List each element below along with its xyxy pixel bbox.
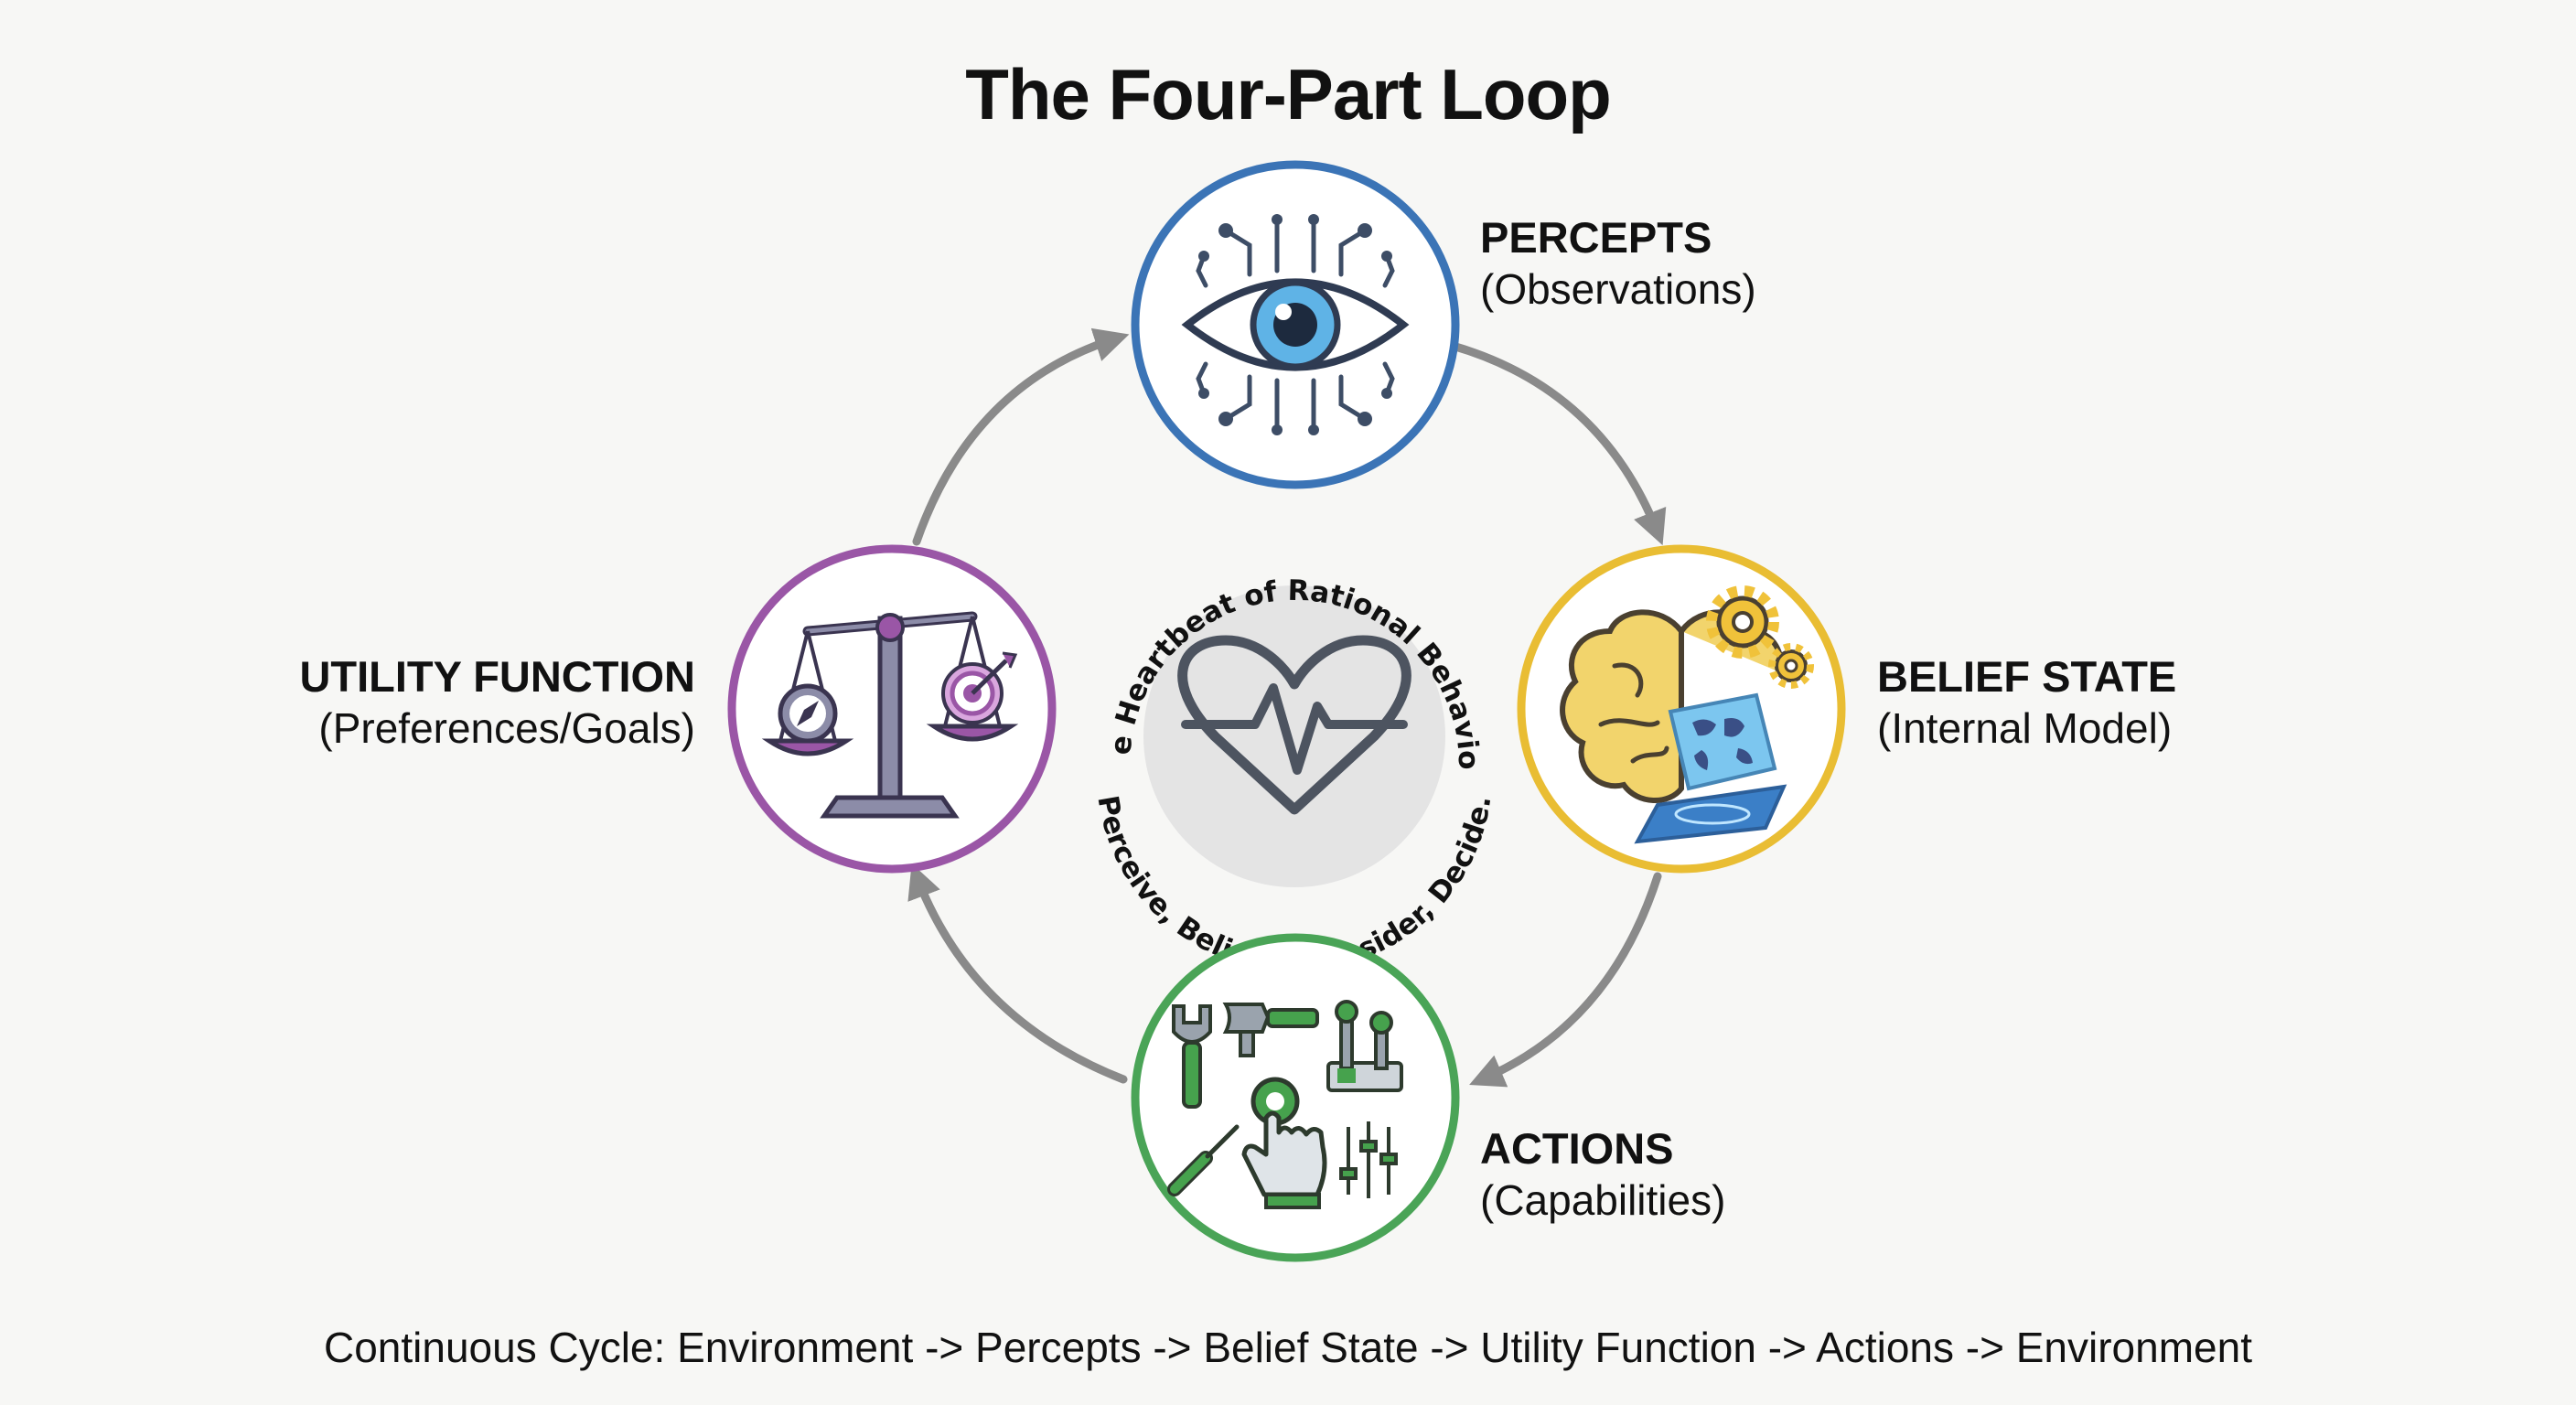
center-disc bbox=[1143, 585, 1445, 887]
actions-label: ACTIONS (Capabilities) bbox=[1480, 1123, 1725, 1228]
percepts-label: PERCEPTS (Observations) bbox=[1480, 212, 1756, 316]
cycle-arrows bbox=[907, 327, 1667, 1088]
utility-function-label: UTILITY FUNCTION (Preferences/Goals) bbox=[0, 651, 695, 756]
hammer-icon bbox=[1222, 1003, 1319, 1057]
utility-function-subtitle: (Preferences/Goals) bbox=[318, 704, 695, 753]
center-heartbeat: The Heartbeat of Rational Behavior: Perc… bbox=[0, 0, 1497, 979]
eye-circuit-icon bbox=[1181, 214, 1410, 435]
target-icon bbox=[941, 651, 1018, 724]
arrow-percepts-to-belief bbox=[1448, 341, 1667, 546]
percepts-title: PERCEPTS bbox=[1480, 213, 1712, 262]
belief-state-subtitle: (Internal Model) bbox=[1877, 704, 2173, 753]
belief-state-title: BELIEF STATE bbox=[1877, 652, 2177, 701]
wrench-icon bbox=[1172, 1004, 1212, 1109]
sliders-icon bbox=[1339, 1121, 1398, 1198]
arrow-actions-to-utility bbox=[907, 863, 1128, 1084]
diagram-title: The Four-Part Loop bbox=[965, 54, 1612, 134]
compass-icon bbox=[778, 683, 838, 744]
percepts-subtitle: (Observations) bbox=[1480, 265, 1756, 314]
press-button-hand-icon bbox=[1241, 1077, 1327, 1209]
percepts-node bbox=[1131, 160, 1460, 489]
belief-state-label: BELIEF STATE (Internal Model) bbox=[1877, 651, 2176, 756]
arrow-belief-to-actions bbox=[1469, 872, 1662, 1088]
utility-function-node bbox=[727, 544, 1057, 874]
balance-scale-icon bbox=[761, 611, 1019, 819]
actions-node bbox=[1131, 933, 1460, 1262]
screwdriver-icon bbox=[1167, 1124, 1240, 1196]
gear-icon bbox=[1706, 585, 1814, 689]
actions-title: ACTIONS bbox=[1480, 1124, 1674, 1173]
brain-gears-icon bbox=[1560, 585, 1814, 844]
arrow-utility-to-percepts bbox=[912, 327, 1130, 546]
cycle-caption: Continuous Cycle: Environment -> Percept… bbox=[323, 1324, 2252, 1371]
belief-state-node bbox=[1517, 544, 1846, 874]
world-map-cube-icon bbox=[1634, 692, 1787, 844]
actions-subtitle: (Capabilities) bbox=[1480, 1176, 1726, 1225]
lever-controls-icon bbox=[1326, 1000, 1403, 1092]
heart-pulse-icon bbox=[1177, 635, 1411, 815]
utility-function-title: UTILITY FUNCTION bbox=[299, 652, 695, 701]
tools-controls-icon bbox=[1167, 1000, 1403, 1209]
